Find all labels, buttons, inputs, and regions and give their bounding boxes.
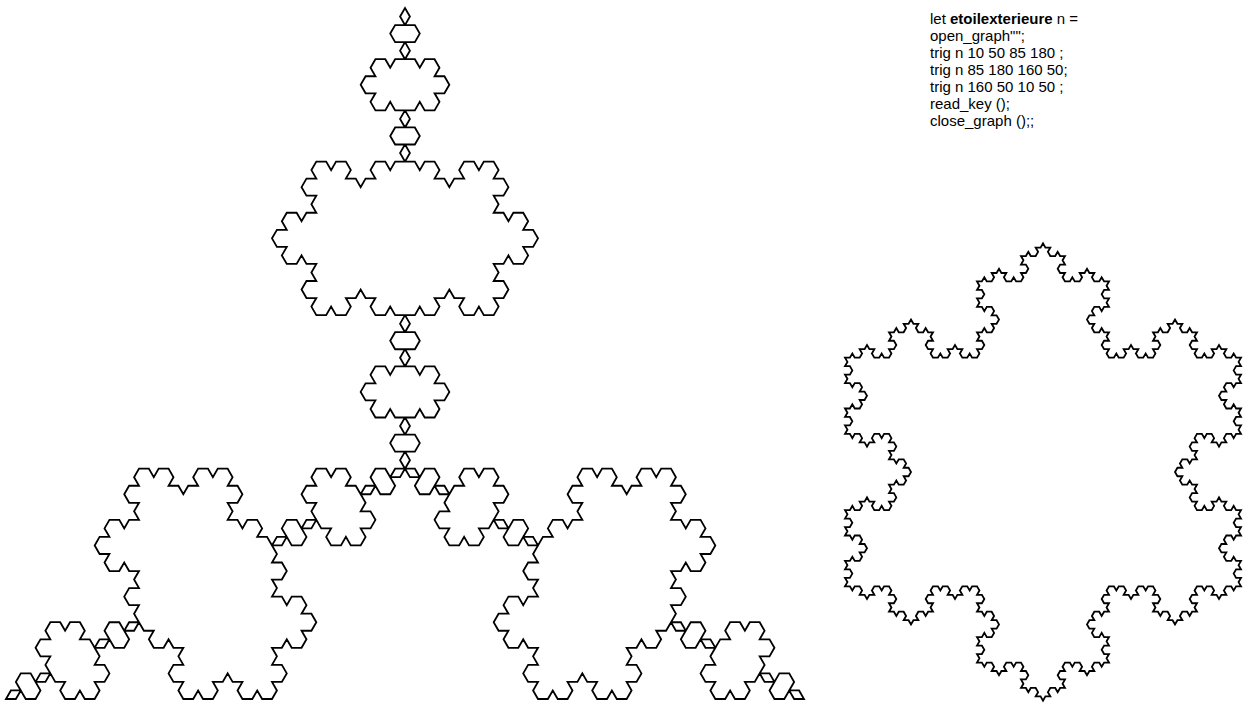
code-line: trig n 160 50 10 50 ; bbox=[930, 78, 1078, 95]
anti-snowflake bbox=[6, 8, 804, 699]
koch-snowflake bbox=[845, 243, 1241, 700]
code-line: trig n 10 50 85 180 ; bbox=[930, 44, 1078, 61]
code-line: letetoilexterieuren = bbox=[930, 10, 1078, 27]
code-text: trig n 10 50 85 180 ; bbox=[930, 44, 1063, 61]
code-text: n = bbox=[1057, 10, 1078, 27]
code-line: read_key (); bbox=[930, 95, 1078, 112]
code-text: open_graph""; bbox=[930, 27, 1025, 44]
code-line: trig n 85 180 160 50; bbox=[930, 61, 1078, 78]
code-text: trig n 160 50 10 50 ; bbox=[930, 78, 1063, 95]
code-text: read_key (); bbox=[930, 95, 1010, 112]
code-text: close_graph ();; bbox=[930, 112, 1034, 129]
code-block: letetoilexterieuren =open_graph"";trig n… bbox=[930, 10, 1078, 129]
function-name: etoilexterieure bbox=[950, 10, 1053, 27]
code-line: close_graph ();; bbox=[930, 112, 1078, 129]
code-text: trig n 85 180 160 50; bbox=[930, 61, 1068, 78]
code-text: let bbox=[930, 10, 946, 27]
code-line: open_graph""; bbox=[930, 27, 1078, 44]
